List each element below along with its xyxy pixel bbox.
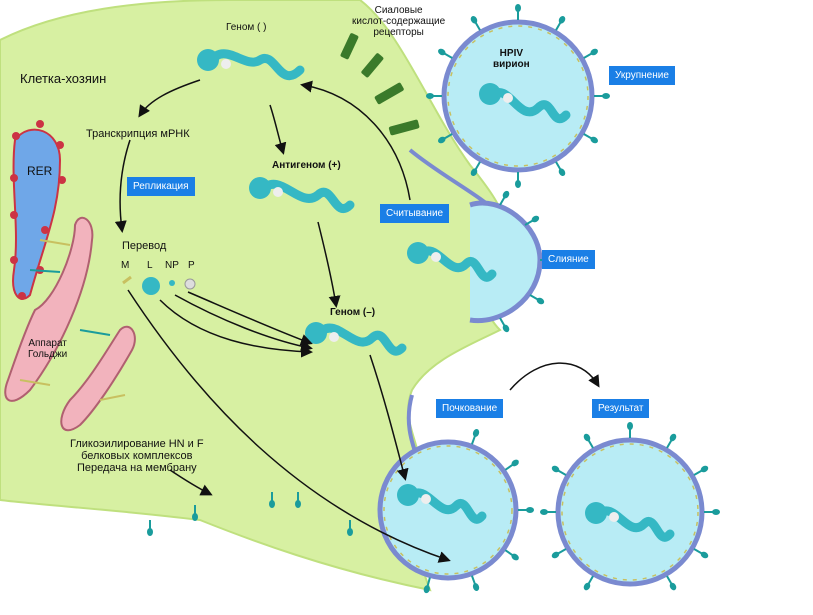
translation-label: Перевод bbox=[122, 240, 167, 252]
rer-label: RER bbox=[27, 164, 53, 178]
arrow-glyco-to-membrane bbox=[169, 469, 213, 496]
genome-minus bbox=[313, 323, 407, 356]
golgi-line-2: Гольджи bbox=[28, 349, 68, 360]
arrow-transcription-to-translation bbox=[114, 139, 131, 233]
arrow-budding-to-result bbox=[509, 362, 600, 391]
glyco-line-2: белковых комплексов bbox=[81, 450, 193, 463]
genome-fusion bbox=[415, 246, 497, 282]
fusion-box: Слияние bbox=[542, 250, 595, 269]
sialic-receptors bbox=[340, 33, 420, 136]
hpiv-virion-enlarged bbox=[441, 19, 595, 173]
arrow-antigenome-to-genome bbox=[317, 221, 341, 308]
glyco-line-3: Передача на мембрану bbox=[76, 462, 197, 475]
budding-box: Почкование bbox=[436, 399, 504, 418]
genome-top bbox=[205, 49, 305, 81]
arrow-proteins-to-genome-3 bbox=[187, 291, 313, 346]
sialic-line-3: рецепторы bbox=[373, 27, 424, 38]
protein-NP-label: NP bbox=[165, 260, 179, 271]
enlarge-box: Укрупнение bbox=[609, 66, 675, 85]
golgi-line-1: Аппарат bbox=[28, 338, 67, 349]
genome-top-label: Геном ( ) bbox=[226, 22, 267, 33]
rer-organelle bbox=[10, 120, 66, 300]
genome-budding bbox=[405, 488, 487, 524]
protein-P-label: P bbox=[188, 260, 195, 271]
rna-genomes bbox=[205, 49, 675, 542]
transcription-label: Транскрипция мРНК bbox=[86, 128, 190, 140]
genome-result bbox=[593, 506, 675, 542]
golgi-label: Аппарат Гольджи bbox=[28, 338, 67, 360]
protein-symbols bbox=[122, 275, 196, 295]
glyco-line-1: Гликоэилирование HN и F bbox=[70, 438, 204, 450]
arrow-M-to-budding bbox=[127, 289, 451, 563]
sialic-line-2: кислот-содержащие bbox=[352, 16, 446, 27]
genome-minus-label: Геном (–) bbox=[330, 307, 376, 318]
glycosylation-label: Гликоэилирование HN и F белковых комплек… bbox=[70, 438, 204, 474]
host-cell-label: Клетка-хозяин bbox=[20, 71, 107, 86]
arrow-reading-to-genome bbox=[300, 80, 411, 201]
protein-M-label: M bbox=[121, 260, 130, 271]
result-box: Результат bbox=[592, 399, 650, 418]
arrow-proteins-to-genome-2 bbox=[174, 294, 313, 353]
replication-box: Репликация bbox=[127, 177, 195, 196]
sialic-receptors-label: Сиаловые кислот-содержащие рецепторы bbox=[352, 5, 445, 38]
hpiv-virion-label: HPIV вирион bbox=[493, 48, 530, 70]
hpiv-line-2: вирион bbox=[493, 59, 530, 70]
reading-box: Считывание bbox=[380, 204, 450, 223]
hpiv-line-1: HPIV bbox=[499, 48, 524, 59]
host-cell-body bbox=[0, 0, 504, 592]
antigenome bbox=[257, 179, 355, 213]
result-virion bbox=[539, 421, 721, 593]
arrow-proteins-to-genome-1 bbox=[159, 299, 313, 358]
protein-L-label: L bbox=[147, 260, 153, 271]
flow-arrows bbox=[114, 79, 600, 563]
golgi-apparatus bbox=[4, 216, 136, 432]
antigenome-label: Антигеном (+) bbox=[272, 160, 341, 171]
sialic-line-1: Сиаловые bbox=[374, 5, 423, 16]
rna-heads bbox=[197, 49, 619, 524]
arrow-genome-to-antigenome bbox=[269, 104, 287, 155]
arrow-genome-to-budding bbox=[369, 354, 409, 481]
arrow-genome-to-transcription bbox=[138, 79, 201, 118]
fusion-virion bbox=[469, 188, 557, 335]
